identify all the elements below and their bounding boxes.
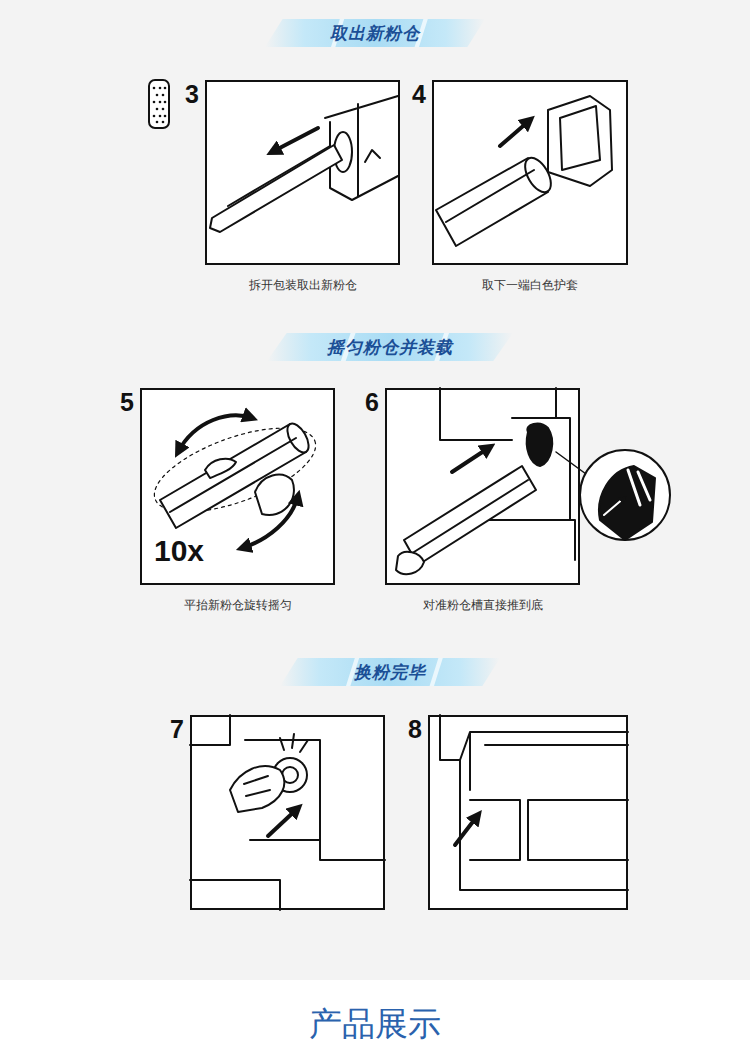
step-caption: 取下一端白色护套: [482, 277, 578, 294]
step-number: 3: [185, 80, 199, 109]
step-number: 4: [412, 80, 426, 109]
step-caption: 对准粉仓槽直接推到底: [423, 597, 543, 614]
panel-grounds: [140, 80, 628, 910]
step-panel: 6对准粉仓槽直接推到底: [385, 388, 580, 585]
step-caption: 平抬新粉仓旋转摇匀: [184, 597, 292, 614]
shake-cartridge-drawing: [144, 411, 326, 548]
step-number: 5: [120, 388, 134, 417]
section-title: 换粉完毕: [354, 661, 426, 684]
section-heading: 产品展示: [0, 1002, 750, 1047]
finished-copier-drawing: [440, 715, 628, 890]
step-number: 7: [170, 715, 184, 744]
section-title: 摇匀粉仓并装载: [327, 336, 453, 359]
step-panel: 7: [190, 715, 385, 910]
section-banner: 摇匀粉仓并装载: [267, 333, 513, 361]
remove-cartridge-drawing: [210, 96, 398, 232]
close-cover-drawing: [190, 715, 385, 910]
step-number: 8: [408, 715, 422, 744]
step-caption: 拆开包装取出新粉仓: [249, 277, 357, 294]
step-number: 6: [365, 388, 379, 417]
repeat-count: 10x: [154, 534, 204, 568]
section-banner: 换粉完毕: [280, 658, 500, 686]
toner-icon: [149, 80, 169, 128]
step-panel: 3拆开包装取出新粉仓: [205, 80, 400, 265]
step-panel: 4取下一端白色护套: [432, 80, 628, 265]
background: [0, 0, 750, 980]
step-panel: 8: [428, 715, 628, 910]
remove-cap-drawing: [436, 96, 612, 246]
insert-cartridge-drawing: [396, 388, 670, 574]
section-title: 取出新粉仓: [330, 22, 420, 45]
section-banner: 取出新粉仓: [265, 19, 485, 47]
